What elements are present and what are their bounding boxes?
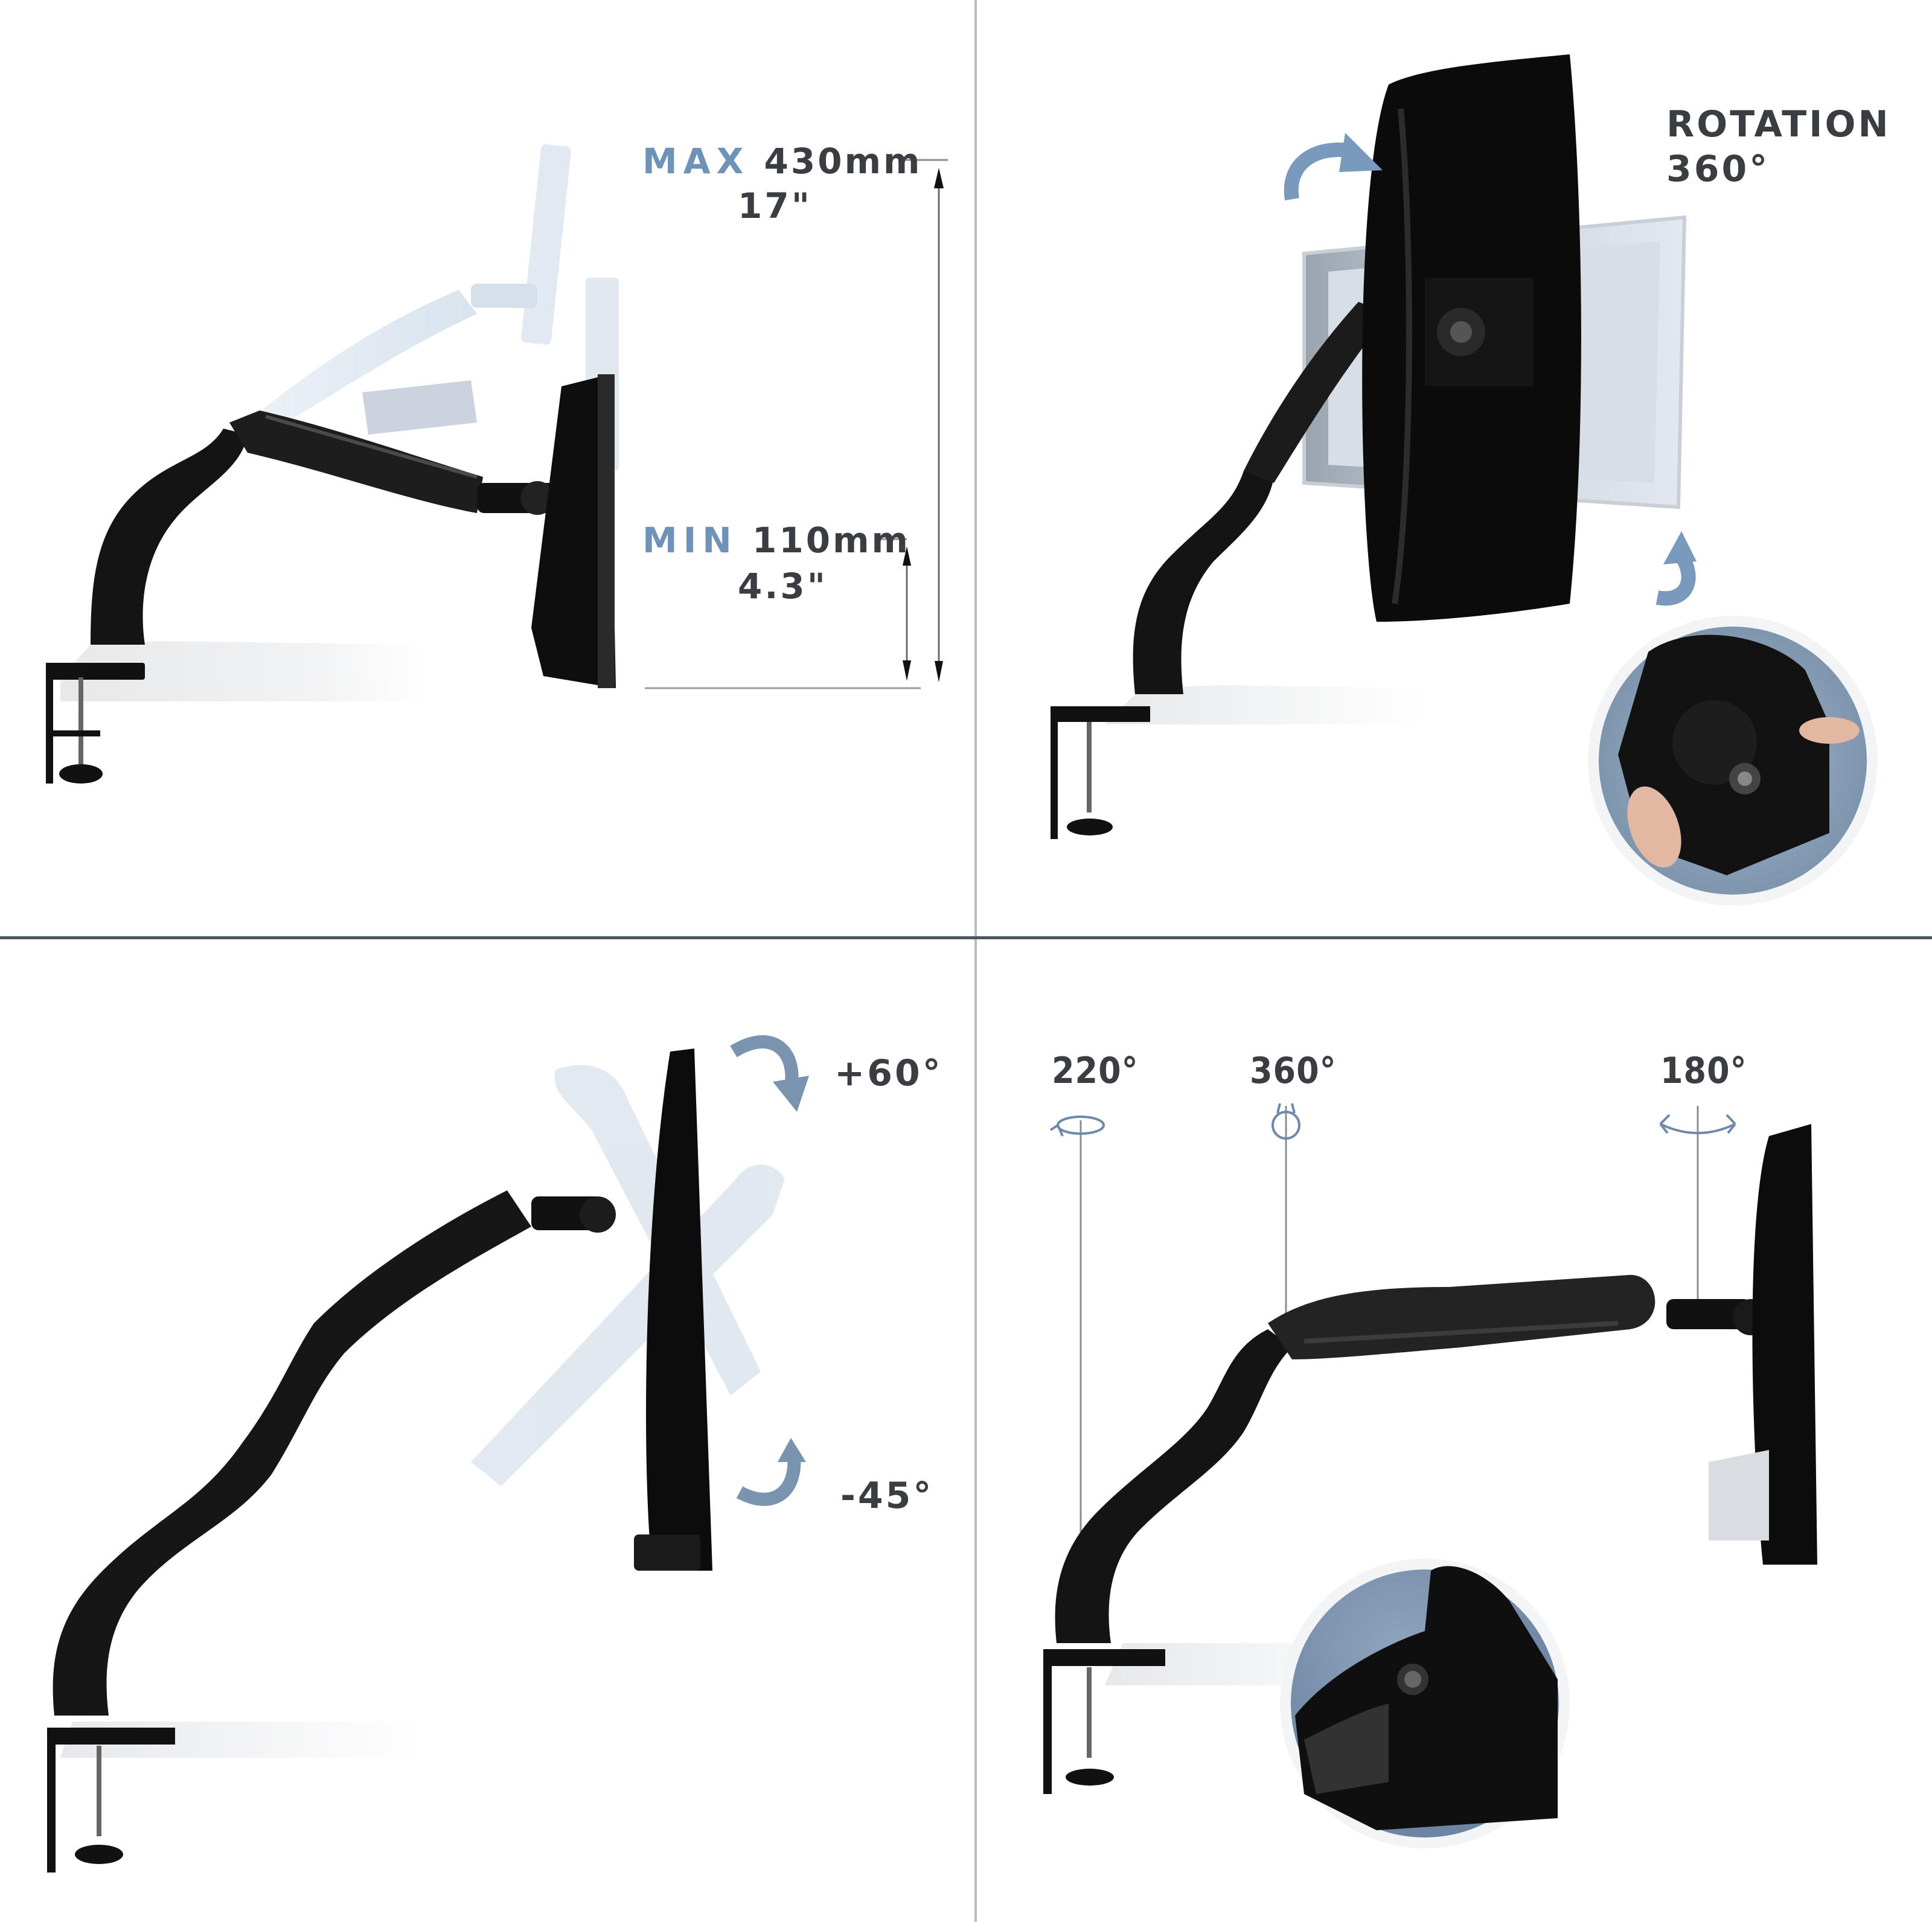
monitor-arm-height-illustration bbox=[46, 144, 948, 784]
panel-tilt: +60° -45° bbox=[0, 961, 966, 1922]
swivel-220-icon bbox=[1051, 1106, 1111, 1148]
rotate-counterclockwise-arrow-icon bbox=[1648, 525, 1715, 610]
min-inch-value: 4.3" bbox=[738, 566, 828, 607]
tilt-up-arrow-icon bbox=[718, 1021, 815, 1124]
min-label: MIN bbox=[642, 520, 738, 561]
monitor-rotation-illustration bbox=[1051, 54, 1878, 905]
rotation-value: 360° bbox=[1666, 148, 1770, 190]
max-mm-value: 430mm bbox=[764, 141, 923, 182]
height-max-row: MAX 430mm bbox=[642, 144, 922, 179]
swivel-180-icon bbox=[1654, 1106, 1739, 1142]
swivel-head-value: 180° bbox=[1660, 1050, 1747, 1092]
rotation-title: ROTATION bbox=[1666, 103, 1891, 145]
monitor-tilt-illustration bbox=[47, 1035, 809, 1873]
vertical-divider bbox=[974, 0, 977, 1922]
panel-swivel: 220° 360° 180° bbox=[966, 961, 1932, 1922]
swivel-elbow-value: 360° bbox=[1250, 1050, 1337, 1092]
swivel-360-icon bbox=[1262, 1100, 1310, 1142]
tilt-up-value: +60° bbox=[834, 1052, 943, 1094]
max-inch-value: 17" bbox=[738, 185, 812, 226]
max-label: MAX bbox=[642, 141, 750, 182]
swivel-base-value: 220° bbox=[1052, 1050, 1139, 1092]
tilt-down-arrow-icon bbox=[724, 1438, 815, 1528]
panel-rotation: ROTATION 360° bbox=[966, 0, 1932, 961]
vesa-quick-release-inset bbox=[1588, 616, 1878, 905]
tilt-down-value: -45° bbox=[840, 1475, 934, 1517]
panel-height-adjustment: MAX 430mm 17" MIN 110mm 4.3" bbox=[0, 0, 966, 961]
monitor-swivel-illustration bbox=[1043, 1103, 1817, 1848]
min-mm-value: 110mm bbox=[752, 520, 910, 561]
height-min-row: MIN 110mm bbox=[642, 523, 910, 558]
rotate-clockwise-arrow-icon bbox=[1280, 127, 1389, 211]
tension-screw-inset bbox=[1280, 1559, 1570, 1848]
horizontal-divider bbox=[0, 936, 1932, 939]
